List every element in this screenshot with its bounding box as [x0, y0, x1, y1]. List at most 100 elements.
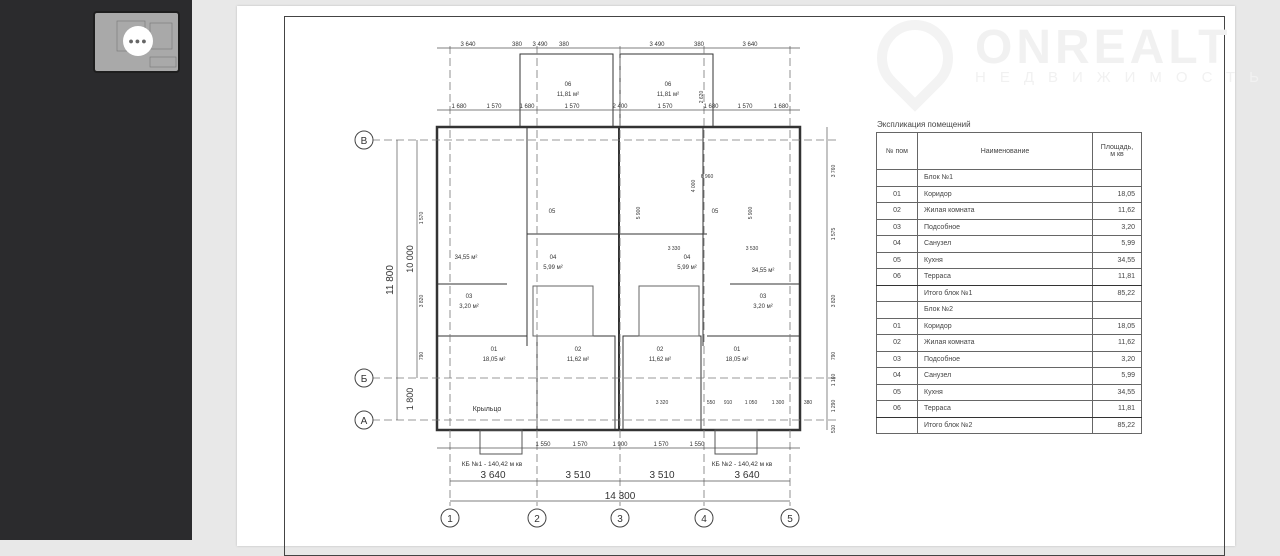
page-thumbnail[interactable]: ●●● — [93, 11, 180, 73]
dim-top: 380 — [512, 42, 523, 48]
dim-right: 790 — [831, 352, 837, 361]
dim-bottom: 1 900 — [612, 442, 628, 448]
dim-inner: 550 — [707, 400, 716, 406]
room-area — [1092, 301, 1142, 319]
room-number: 02 — [657, 347, 664, 353]
table-row: Блок №2 — [876, 301, 1142, 319]
dim-right: 1 575 — [831, 228, 837, 241]
room-number: 04 — [550, 255, 557, 261]
room-number: 06 — [876, 268, 918, 286]
rooms-table: № пом Наименование Площадь, м кв Блок №1… — [876, 132, 1142, 434]
room-area: 34,55 — [1092, 251, 1142, 269]
dim-top: 1 570 — [657, 104, 673, 110]
dim-inner: 1 300 — [772, 400, 785, 406]
room-number: 06 — [876, 400, 918, 418]
room-number: 03 — [876, 350, 918, 368]
thumbnail-sidebar: ●●● — [0, 0, 192, 540]
room-area: 3,20 м² — [753, 304, 772, 310]
table-row: Блок №1 — [876, 169, 1142, 187]
dim-inner: 5 900 — [636, 207, 642, 220]
room-area: 11,62 — [1092, 202, 1142, 220]
dim-inner: 380 — [804, 400, 813, 406]
room-area: 85,22 — [1092, 416, 1142, 434]
room-number: 03 — [876, 218, 918, 236]
room-area: 11,62 — [1092, 334, 1142, 352]
table-title: Экспликация помещений — [877, 120, 971, 129]
room-area: 5,99 м² — [543, 265, 562, 271]
axis-y-label: А — [361, 416, 368, 427]
axis-x-marker — [780, 508, 800, 528]
more-dots-icon[interactable]: ●●● — [123, 26, 153, 56]
axis-x-marker — [440, 508, 460, 528]
axis-y-marker — [354, 130, 374, 150]
dim-bottom: 3 510 — [649, 470, 674, 481]
room-number: 04 — [684, 255, 691, 261]
dim-bottom: 3 640 — [734, 470, 759, 481]
dim-bottom: 1 550 — [535, 442, 551, 448]
dim-left: 1 570 — [419, 212, 425, 225]
axis-y-label: Б — [361, 374, 368, 385]
room-name: Коридор — [917, 185, 1093, 203]
room-name: Коридор — [917, 317, 1093, 335]
axis-y-marker — [354, 410, 374, 430]
axis-x-label: 4 — [701, 514, 707, 525]
room-area: 18,05 — [1092, 185, 1142, 203]
dim-right: 510 — [831, 425, 837, 434]
terrace-2 — [619, 53, 714, 128]
axis-x-label: 2 — [534, 514, 540, 525]
room-name: Итого блок №1 — [917, 284, 1093, 302]
room-number — [876, 284, 918, 302]
room-name: Терраса — [917, 268, 1093, 286]
room-number: 02 — [876, 202, 918, 220]
room-name: Подсобное — [917, 218, 1093, 236]
dim-top: 380 — [694, 42, 705, 48]
dim-inner: 6 960 — [701, 174, 714, 180]
room-number: 03 — [760, 294, 767, 300]
block-1-area-label: КБ №1 - 140,42 м кв — [462, 461, 523, 468]
dim-inner: 2 620 — [699, 91, 705, 104]
room-area: 18,05 — [1092, 317, 1142, 335]
terrace-1 — [519, 53, 614, 128]
room-name: Терраса — [917, 400, 1093, 418]
room-number: 05 — [549, 209, 556, 215]
room-area: 18,05 м² — [726, 357, 749, 363]
room-number: 05 — [876, 251, 918, 269]
dim-right: 1 160 — [831, 374, 837, 387]
dim-inner: 1 050 — [745, 400, 758, 406]
dim-total: 14 300 — [605, 491, 636, 502]
room-area: 3,20 — [1092, 218, 1142, 236]
dim-inner: 3 330 — [668, 246, 681, 252]
dim-top: 3 640 — [742, 42, 758, 48]
dim-top: 1 570 — [737, 104, 753, 110]
room-area: 85,22 — [1092, 284, 1142, 302]
axis-x-label: 1 — [447, 514, 453, 525]
axis-x-marker — [610, 508, 630, 528]
room-name: Жилая комната — [917, 334, 1093, 352]
dim-top: 1 570 — [564, 104, 580, 110]
dim-top: 1 570 — [486, 104, 502, 110]
dim-inner: 4 000 — [691, 180, 697, 193]
dim-right: 1 290 — [831, 400, 837, 413]
room-name: Санузел — [917, 235, 1093, 253]
room-area: 18,05 м² — [483, 357, 506, 363]
room-area: 5,99 м² — [677, 265, 696, 271]
dim-bottom: 3 510 — [565, 470, 590, 481]
dim-bottom: 3 640 — [480, 470, 505, 481]
room-area: 3,20 — [1092, 350, 1142, 368]
room-area — [1092, 169, 1142, 187]
document-page: ONREALT НЕДВИЖИМОСТЬ — [237, 4, 1259, 556]
dim-inner: 3 530 — [746, 246, 759, 252]
dim-right: 3 760 — [831, 165, 837, 178]
room-number: 02 — [876, 334, 918, 352]
room-name: Блок №1 — [917, 169, 1093, 187]
room-number — [876, 301, 918, 319]
axis-x-marker — [527, 508, 547, 528]
